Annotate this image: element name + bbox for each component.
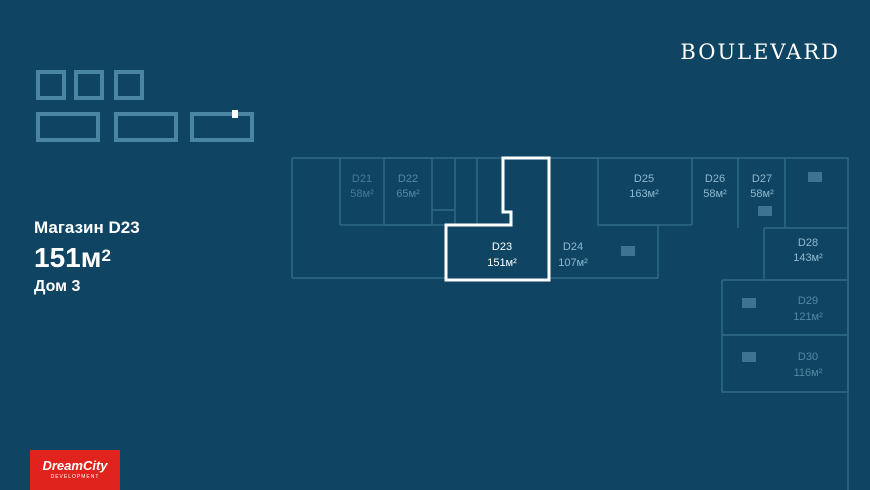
dreamcity-logo[interactable]: DreamCity DEVELOPMENT [30,450,120,490]
minimap-block [74,70,104,100]
shop-info: Магазин D23 151м2 Дом 3 [34,218,140,296]
building-minimap[interactable] [34,68,260,148]
minimap-block [36,70,66,100]
unit-area: 58м² [703,188,727,200]
unit-area: 116м² [794,367,823,379]
unit-area: 151м² [487,257,517,269]
unit-d23-highlight [444,156,551,282]
unit-area: 58м² [350,188,374,200]
shop-title: Магазин D23 [34,218,140,237]
unit-label: D25 [634,173,654,185]
unit-label: D27 [752,173,772,185]
unit-d22-outline [383,157,433,226]
stair-icon [742,352,756,362]
house-number: Дом 3 [34,278,81,295]
unit-area: 65м² [396,188,420,200]
brand-logo-boulevard: BOULEVARD [680,40,840,64]
unit-area: 163м² [629,188,659,200]
unit-label: D24 [563,241,583,253]
minimap-current-marker [232,110,238,118]
unit-label: D30 [798,351,818,363]
minimap-block [36,112,100,142]
unit-label: D26 [705,173,725,185]
unit-area: 121м² [793,311,823,323]
stair-icon [758,206,772,216]
minimap-block [114,70,144,100]
unit-label: D28 [798,237,818,249]
shop-area: 151м2 [34,242,111,273]
stair-icon [808,172,822,182]
unit-area: 58м² [750,188,774,200]
unit-area: 143м² [793,252,823,264]
unit-label: D22 [398,173,418,185]
stair-icon [621,246,635,256]
unit-label: D23 [492,241,512,253]
unit-area: 107м² [558,257,588,269]
stair-icon [742,298,756,308]
unit-label: D21 [352,173,372,185]
minimap-block [190,112,254,142]
unit-label: D29 [798,295,818,307]
minimap-block [114,112,178,142]
